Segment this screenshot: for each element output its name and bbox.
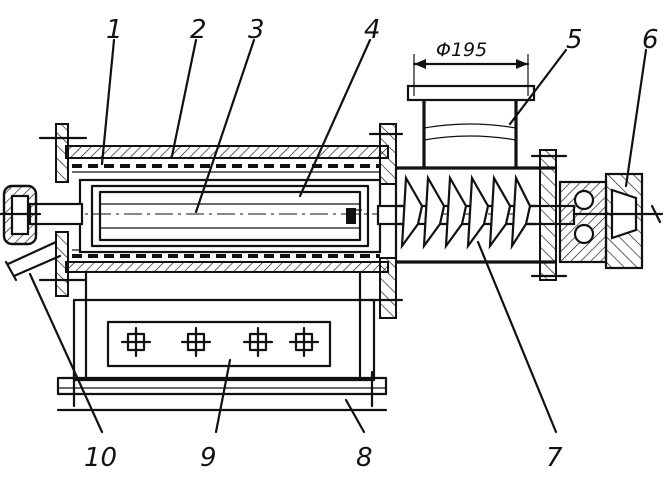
callout-5: 5 xyxy=(566,25,583,55)
leader-lines xyxy=(28,38,648,434)
drain-pipe xyxy=(4,240,62,282)
callout-2: 2 xyxy=(190,15,207,45)
callout-1: 1 xyxy=(106,15,123,45)
callout-7: 7 xyxy=(546,443,563,473)
callout-6: 6 xyxy=(642,25,659,55)
callout-9: 9 xyxy=(200,443,217,473)
left-bearing-hub xyxy=(0,184,42,246)
drive-pulley xyxy=(558,172,664,270)
rotor-drum xyxy=(78,178,382,254)
callout-labels: 1 2 3 4 5 6 7 8 9 10 xyxy=(84,15,659,473)
dimension-label: Φ195 xyxy=(436,39,487,61)
lower-tray xyxy=(56,270,388,412)
callout-10: 10 xyxy=(84,443,117,473)
dimension-phi195: Φ195 xyxy=(412,39,530,96)
panel-bolts xyxy=(120,326,320,358)
callout-8: 8 xyxy=(356,443,373,473)
screw-casing xyxy=(394,84,568,281)
screw-flights xyxy=(396,173,538,251)
callout-3: 3 xyxy=(248,15,265,45)
callout-4: 4 xyxy=(364,15,381,45)
